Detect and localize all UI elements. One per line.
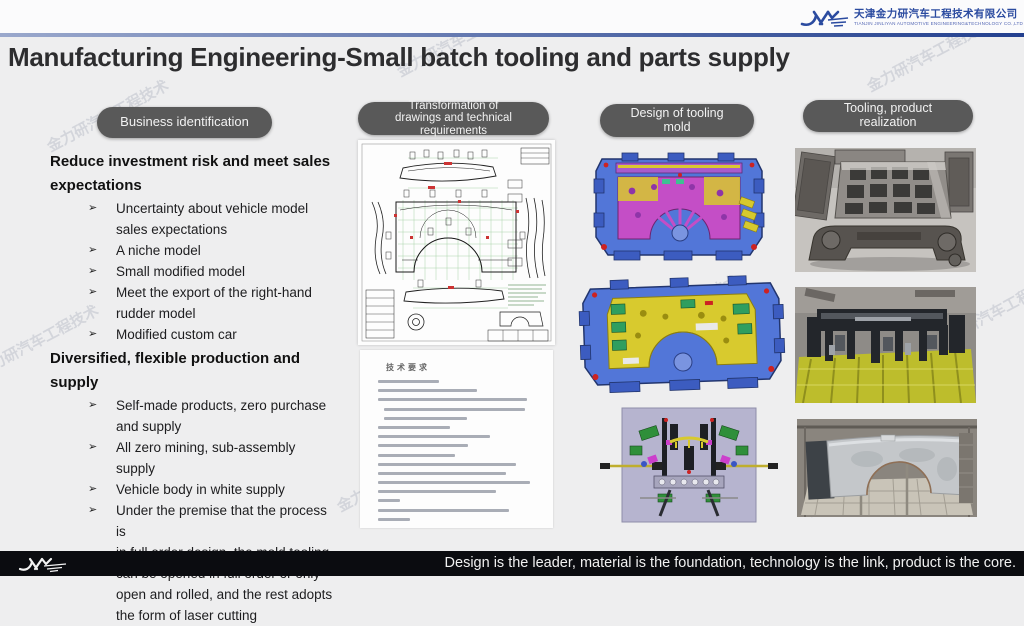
arrow-bullet-icon: ➢ bbox=[88, 328, 98, 340]
tech-requirements-doc-image: 技术要求 bbox=[360, 350, 553, 528]
arrow-bullet-icon: ➢ bbox=[88, 202, 98, 214]
stage-business-identification: Business identification bbox=[97, 107, 272, 138]
header-divider bbox=[0, 33, 1024, 37]
section-heading: Reduce investment risk and meet sales ex… bbox=[50, 153, 331, 194]
company-name-en: TIANJIN JINLIYAN AUTOMOTIVE ENGINEERING&… bbox=[854, 20, 1024, 26]
footer-tagline: Design is the leader, material is the fo… bbox=[444, 555, 1016, 571]
stage-design-tooling-mold: Design of tooling mold bbox=[600, 104, 754, 137]
mold-cad-render-2 bbox=[578, 272, 786, 396]
arrow-bullet-icon: ➢ bbox=[88, 441, 98, 453]
list-item: ➢ Modified custom car bbox=[88, 324, 335, 345]
tech-doc-textlines bbox=[378, 380, 538, 527]
footer-bar: Design is the leader, material is the fo… bbox=[0, 551, 1024, 576]
list-item: ➢ Self-made products, zero purchase and … bbox=[88, 395, 335, 437]
arrow-bullet-icon: ➢ bbox=[88, 399, 98, 411]
welding-fixture-photo bbox=[795, 287, 976, 403]
mold-cad-render-1 bbox=[592, 151, 766, 263]
company-logo: 天津金力研汽车工程技术有限公司 TIANJIN JINLIYAN AUTOMOT… bbox=[798, 5, 1023, 31]
jly-footer-logo-icon bbox=[18, 557, 67, 572]
tech-doc-title: 技术要求 bbox=[386, 363, 430, 372]
list-item: ➢ Small modified model bbox=[88, 261, 335, 282]
company-name-cn: 天津金力研汽车工程技术有限公司 bbox=[854, 8, 1018, 21]
list-item: ➢ A niche model bbox=[88, 240, 335, 261]
arrow-bullet-icon: ➢ bbox=[88, 265, 98, 277]
arrow-bullet-icon: ➢ bbox=[88, 504, 98, 516]
body-panel-photo bbox=[797, 419, 977, 517]
fixture-cad-render bbox=[600, 406, 778, 526]
list-item: ➢ Meet the export of the right-hand rudd… bbox=[88, 282, 335, 324]
arrow-bullet-icon: ➢ bbox=[88, 483, 98, 495]
jly-logo-icon bbox=[800, 10, 849, 27]
cad-drawing-image bbox=[358, 140, 555, 345]
list-item: ➢ All zero mining, sub-assembly supply bbox=[88, 437, 335, 479]
list-item: ➢ Vehicle body in white supply bbox=[88, 479, 335, 500]
stage-tooling-product-realization: Tooling, product realization bbox=[803, 100, 973, 132]
arrow-bullet-icon: ➢ bbox=[88, 244, 98, 256]
casting-photo bbox=[795, 148, 976, 272]
page-title: Manufacturing Engineering-Small batch to… bbox=[8, 42, 790, 72]
section-heading: Diversified, flexible production and sup… bbox=[50, 350, 301, 391]
header-strip bbox=[0, 0, 1024, 33]
stage-transformation-drawings: Transformation of drawings and technical… bbox=[358, 100, 549, 137]
arrow-bullet-icon: ➢ bbox=[88, 286, 98, 298]
list-item: ➢ Uncertainty about vehicle model sales … bbox=[88, 198, 335, 240]
